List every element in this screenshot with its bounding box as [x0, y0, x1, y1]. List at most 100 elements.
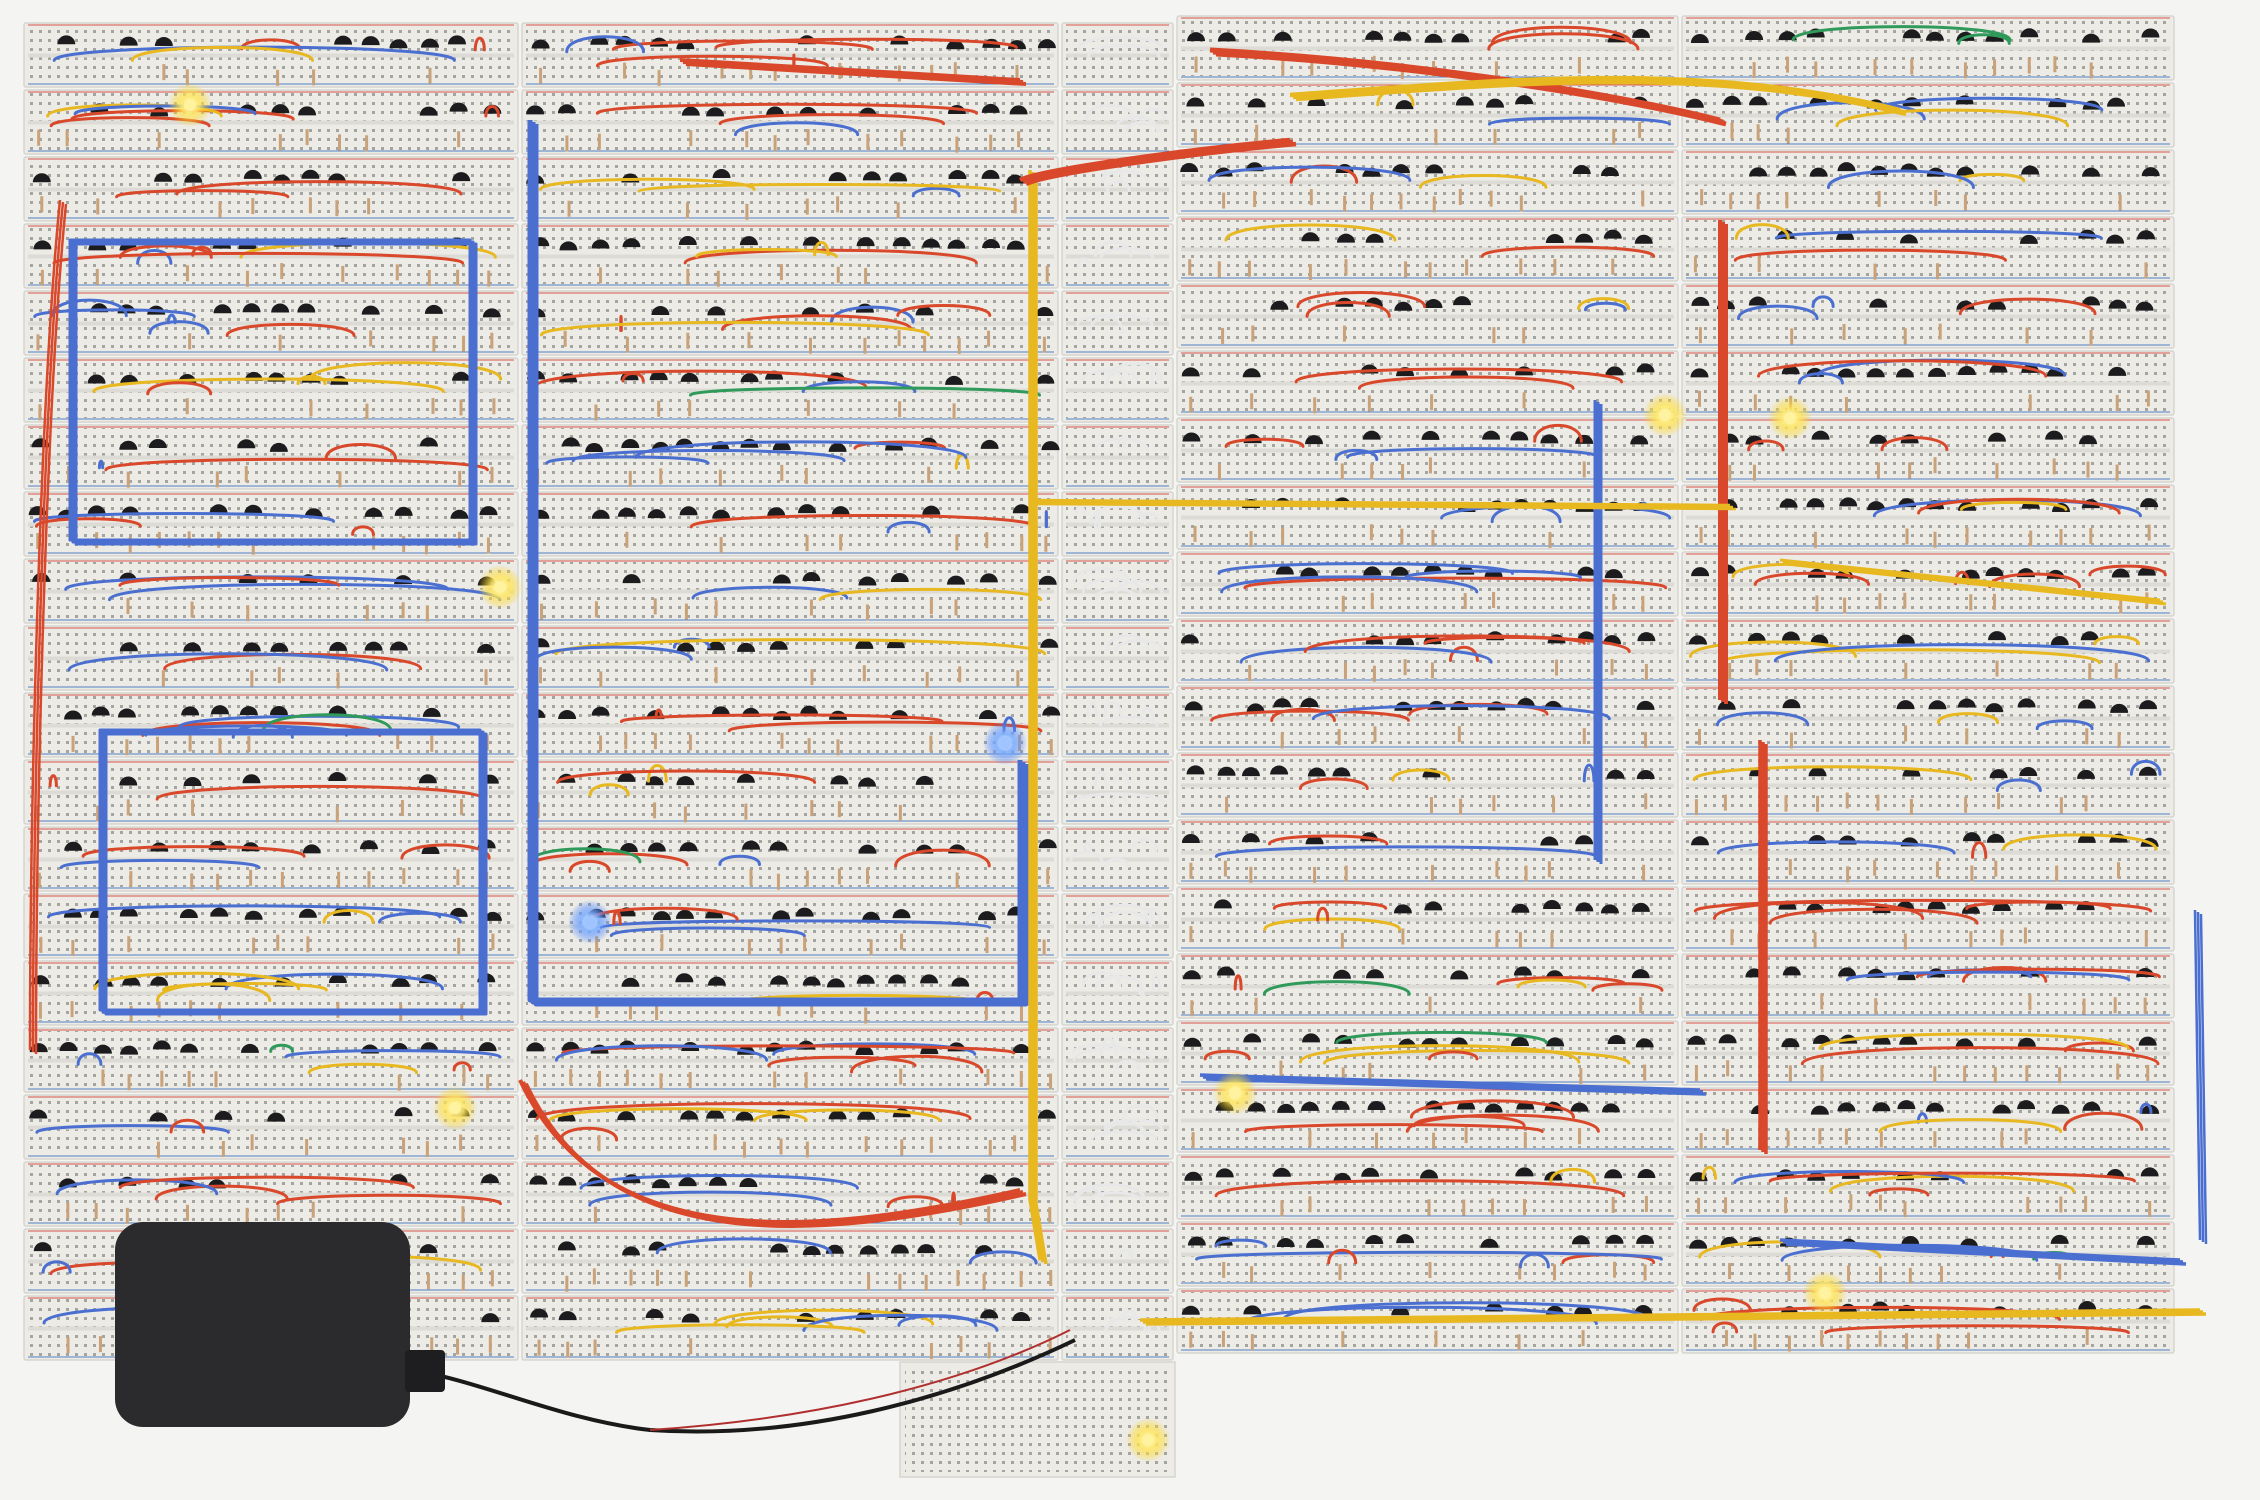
center-channel — [1686, 917, 2170, 922]
center-channel — [526, 857, 1054, 862]
center-channel — [1066, 1125, 1169, 1130]
jumper-wire — [1076, 257, 1090, 269]
resistor — [1995, 660, 1999, 677]
resistor — [898, 804, 902, 821]
resistor — [1697, 728, 1701, 745]
transistor — [1992, 1104, 2011, 1114]
jumper-wire — [688, 386, 1042, 397]
resistor — [430, 735, 434, 752]
resistor — [837, 801, 841, 818]
transistor — [737, 642, 756, 652]
transistor — [1606, 769, 1625, 779]
resistor — [156, 736, 160, 753]
jumper-wire — [894, 848, 991, 868]
resistor — [1994, 860, 1998, 877]
transistor — [209, 504, 228, 514]
transistor — [802, 1245, 821, 1255]
jumper-wire — [169, 1118, 206, 1134]
jumper-wire — [1207, 165, 1412, 182]
jumper-wire — [1073, 1183, 1146, 1202]
transistor — [622, 1246, 641, 1256]
transistor — [979, 1174, 998, 1184]
resistor — [836, 739, 840, 756]
transistor — [1540, 836, 1559, 846]
resistor — [1548, 531, 1552, 548]
jumper-wire — [1826, 169, 1975, 189]
resistor — [1699, 526, 1703, 543]
transistor — [678, 1177, 697, 1187]
resistor — [126, 598, 130, 615]
jumper-wire — [1089, 504, 1147, 525]
transistor — [1575, 835, 1594, 845]
resistor — [780, 464, 784, 481]
resistor — [900, 1139, 904, 1156]
resistor — [1787, 1265, 1791, 1282]
resistor — [125, 1207, 129, 1224]
resistor — [1992, 593, 1996, 610]
jumper-wire — [1533, 423, 1583, 443]
resistor — [656, 1269, 660, 1286]
jumper-wire — [175, 180, 463, 196]
resistor — [1013, 197, 1017, 214]
resistor — [2027, 57, 2031, 74]
resistor — [2115, 394, 2119, 411]
resistor — [1963, 1065, 1967, 1082]
resistor — [900, 130, 904, 147]
breadboard-holes — [905, 1366, 1170, 1472]
resistor — [684, 603, 688, 620]
resistor — [305, 129, 309, 146]
transistor — [1270, 765, 1289, 775]
center-channel — [526, 924, 1054, 929]
jumper-wire — [1487, 32, 1640, 51]
transistor — [1365, 969, 1384, 979]
resistor — [809, 599, 813, 616]
resistor — [625, 336, 629, 353]
resistor — [1404, 261, 1408, 278]
transistor — [561, 1041, 580, 1051]
jumper-wire — [1712, 900, 1925, 920]
center-channel — [1066, 1326, 1169, 1331]
transistor — [1895, 368, 1914, 378]
resistor — [1844, 1128, 1848, 1145]
resistor — [185, 69, 189, 86]
resistor — [565, 135, 569, 152]
jumper-wire — [634, 440, 968, 459]
resistor — [866, 867, 870, 884]
resistor — [1217, 464, 1221, 481]
transistor — [1601, 1103, 1620, 1113]
resistor — [1494, 61, 1498, 78]
resistor — [1820, 993, 1824, 1010]
resistor — [1462, 1199, 1466, 1216]
jumper-wire — [1496, 976, 1627, 986]
resistor — [1788, 1065, 1792, 1082]
jumper-wire — [377, 911, 462, 924]
resistor — [38, 404, 42, 421]
transistor — [980, 439, 999, 449]
transistor — [980, 1309, 999, 1319]
transistor — [830, 775, 849, 785]
center-channel — [1181, 314, 1674, 319]
transistor — [391, 977, 410, 987]
transistor — [617, 1111, 636, 1121]
resistor — [1045, 265, 1049, 282]
jumper-wire — [1075, 313, 1154, 326]
resistor — [1843, 597, 1847, 614]
transistor — [1605, 1234, 1624, 1244]
resistor — [2086, 461, 2090, 478]
resistor — [37, 872, 41, 889]
jumper-wire — [2093, 635, 2140, 646]
jumper-wire — [351, 525, 375, 536]
center-channel — [1066, 924, 1169, 929]
transistor — [652, 911, 671, 921]
transistor — [2045, 430, 2064, 440]
transistor — [619, 842, 638, 852]
jumper-wire — [637, 182, 1002, 193]
resistor — [491, 933, 495, 950]
resistor — [1019, 1005, 1023, 1022]
jumper-wire — [1106, 180, 1131, 192]
resistor — [957, 337, 961, 354]
transistor — [2106, 234, 2125, 244]
resistor — [459, 399, 463, 416]
resistor — [1786, 127, 1790, 144]
jumper-wire — [118, 576, 341, 587]
